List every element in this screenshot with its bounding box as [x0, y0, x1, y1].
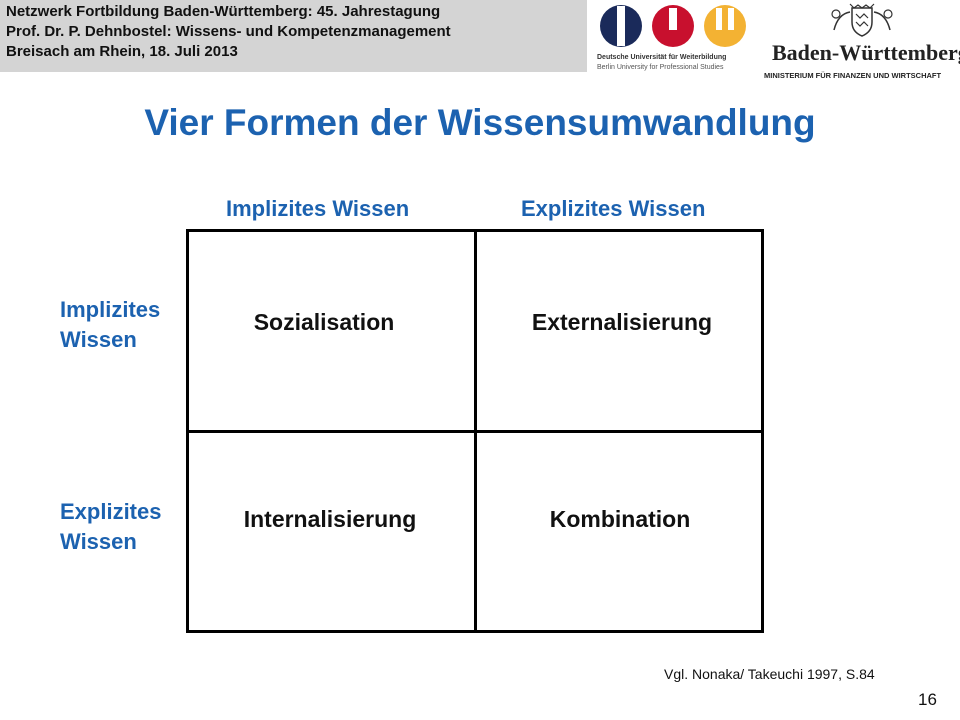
header-line-1: Netzwerk Fortbildung Baden-Württemberg: … — [6, 3, 441, 20]
row-header-explicit-line2: Wissen — [60, 529, 137, 554]
bw-name: Baden-Württemberg — [772, 40, 960, 65]
duw-logo-icon — [600, 5, 746, 47]
cell-kombination: Kombination — [549, 506, 691, 532]
header-line-2: Prof. Dr. P. Dehnbostel: Wissens- und Ko… — [6, 23, 451, 40]
cell-externalisierung: Externalisierung — [531, 309, 713, 335]
duw-name: Deutsche Universität für Weiterbildung — [597, 54, 727, 61]
citation: Vgl. Nonaka/ Takeuchi 1997, S.84 — [664, 666, 875, 682]
row-header-implicit-line2: Wissen — [60, 327, 137, 352]
grid-line-left — [186, 229, 189, 633]
slide-title: Vier Formen der Wissensumwandlung — [144, 102, 816, 143]
bw-ministry: MINISTERIUM FÜR FINANZEN UND WIRTSCHAFT — [764, 71, 942, 80]
row-header-implicit: Implizites Wissen — [60, 295, 160, 355]
grid-line-right — [761, 229, 764, 633]
coat-of-arms-icon — [831, 3, 893, 37]
duw-subtitle: Berlin University for Professional Studi… — [597, 64, 724, 71]
grid-line-center — [474, 229, 477, 633]
cell-sozialisation: Sozialisation — [253, 309, 395, 335]
cell-internalisierung: Internalisierung — [243, 506, 417, 532]
row-header-explicit: Explizites Wissen — [60, 497, 161, 557]
bw-logo: Baden-Württemberg MINISTERIUM FÜR FINANZ… — [762, 0, 960, 82]
page-number: 16 — [918, 690, 937, 709]
duw-logo: Deutsche Universität für Weiterbildung B… — [587, 0, 757, 78]
column-header-explicit: Explizites Wissen — [521, 196, 706, 221]
row-header-explicit-line1: Explizites — [60, 499, 162, 524]
column-header-implicit: Implizites Wissen — [226, 196, 410, 221]
row-header-implicit-line1: Implizites — [60, 297, 161, 322]
header-text: Netzwerk Fortbildung Baden-Württemberg: … — [6, 2, 451, 62]
header-band: Netzwerk Fortbildung Baden-Württemberg: … — [0, 0, 587, 72]
header-line-3: Breisach am Rhein, 18. Juli 2013 — [6, 43, 238, 60]
knowledge-matrix: Sozialisation Externalisierung Internali… — [186, 229, 764, 633]
